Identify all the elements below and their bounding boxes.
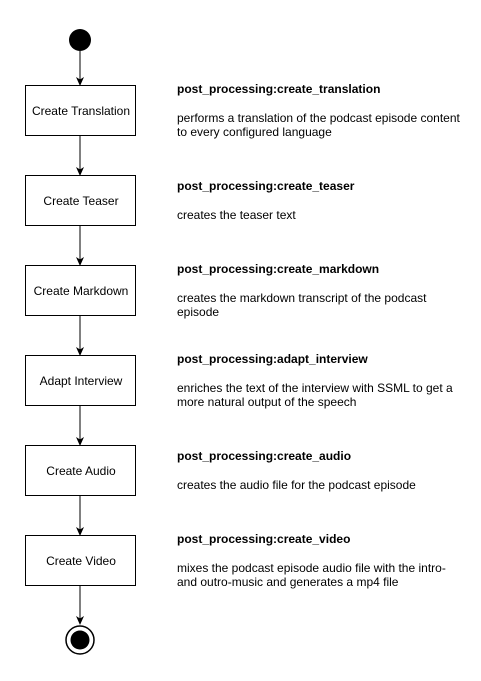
step-title-create-video: post_processing:create_video xyxy=(177,532,351,546)
step-title-create-teaser: post_processing:create_teaser xyxy=(177,179,355,193)
step-description-create-audio: creates the audio file for the podcast e… xyxy=(177,478,416,492)
step-description-create-video: mixes the podcast episode audio file wit… xyxy=(177,561,446,589)
step-label-create-video: Create Video xyxy=(46,554,116,568)
step-box-create-teaser xyxy=(25,175,136,226)
step-label-adapt-interview: Adapt Interview xyxy=(39,374,123,388)
step-title-create-markdown: post_processing:create_markdown xyxy=(177,262,380,276)
step-box-create-markdown xyxy=(25,265,136,316)
step-box-create-translation xyxy=(25,85,136,136)
step-title-adapt-interview: post_processing:adapt_interview xyxy=(177,352,368,366)
step-label-create-translation: Create Translation xyxy=(31,104,131,118)
step-box-adapt-interview xyxy=(25,355,136,406)
step-description-create-translation: performs a translation of the podcast ep… xyxy=(177,111,460,139)
step-description-create-markdown: creates the markdown transcript of the p… xyxy=(177,291,427,319)
step-description-create-teaser: creates the teaser text xyxy=(177,208,296,222)
start-node xyxy=(69,29,91,51)
step-label-create-markdown: Create Markdown xyxy=(33,284,129,298)
step-label-create-audio: Create Audio xyxy=(46,464,116,478)
step-title-create-translation: post_processing:create_translation xyxy=(177,82,381,96)
end-node xyxy=(70,630,90,650)
step-label-create-teaser: Create Teaser xyxy=(43,194,119,208)
step-title-create-audio: post_processing:create_audio xyxy=(177,449,352,463)
step-box-create-audio xyxy=(25,445,136,496)
step-description-adapt-interview: enriches the text of the interview with … xyxy=(177,381,453,409)
step-box-create-video xyxy=(25,535,136,586)
